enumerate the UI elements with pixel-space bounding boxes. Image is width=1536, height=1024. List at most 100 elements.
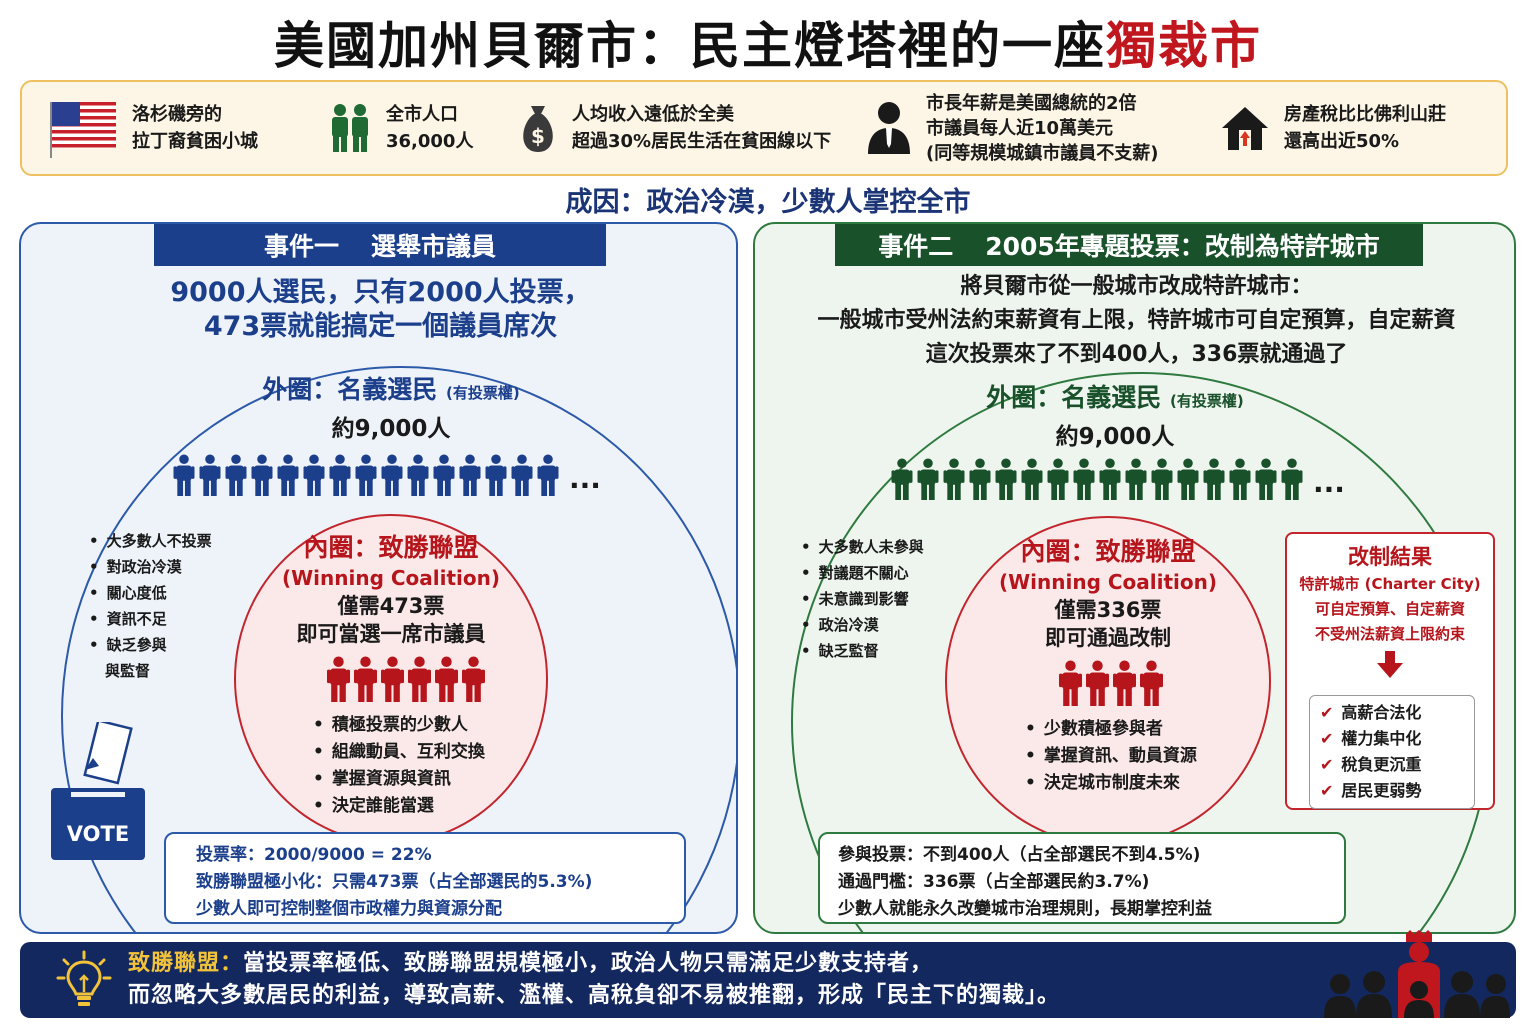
event1-name: 選舉市議員 bbox=[371, 232, 497, 261]
fact-location-line2: 拉丁裔貧困小城 bbox=[132, 131, 258, 152]
event2-inner-bullets: 少數積極參與者 掌握資訊、動員資源 決定城市制度未來 bbox=[1025, 716, 1197, 797]
person-icon bbox=[917, 458, 939, 500]
event2-outside-bullet: 對議題不關心 bbox=[801, 560, 924, 586]
person-icon bbox=[1073, 458, 1095, 500]
us-flag-icon bbox=[48, 98, 118, 158]
event2-headline-line1: 將貝爾市從一般城市改成特許城市： bbox=[960, 274, 1313, 299]
person-icon bbox=[943, 458, 965, 500]
event2-inner-title-text: 內圈：致勝聯盟 bbox=[1020, 537, 1196, 566]
event1-outer-label-text: 外圈：名義選民 bbox=[262, 375, 438, 404]
event1-inner-bullets: 積極投票的少數人 組織動員、互利交換 掌握資源與資訊 決定誰能當選 bbox=[313, 712, 485, 820]
event2-name: 2005年專題投票：改制為特許城市 bbox=[985, 232, 1380, 261]
event1-inner-title-text: 內圈：致勝聯盟 bbox=[303, 533, 479, 562]
fact-population-line1: 全市人口 bbox=[386, 104, 458, 125]
person-icon bbox=[462, 656, 485, 702]
facts-strip: 洛杉磯旁的 拉丁裔貧困小城 全市人口 36,000人 bbox=[20, 80, 1508, 176]
fact-location-line1: 洛杉磯旁的 bbox=[132, 104, 222, 125]
person-icon bbox=[199, 454, 221, 496]
event1-stat-line: 投票率：2000/9000 = 22% bbox=[196, 845, 432, 865]
event2-outer-label: 外圈：名義選民 (有投票權) 約9,000人 bbox=[885, 380, 1345, 455]
person-icon bbox=[1203, 458, 1225, 500]
event1-inner-line1: 僅需473票 bbox=[337, 594, 445, 618]
person-icon bbox=[1151, 458, 1173, 500]
house-icon bbox=[1220, 104, 1270, 152]
person-icon bbox=[1177, 458, 1199, 500]
result-check-item: 居民更弱勢 bbox=[1320, 778, 1474, 804]
person-icon bbox=[1047, 458, 1069, 500]
event1-title: 事件一 選舉市議員 bbox=[154, 224, 606, 266]
event2-stat-line: 通過門檻：336票（占全部選民約3.7%) bbox=[838, 872, 1150, 892]
event2-inner-line2: 即可通過改制 bbox=[1045, 626, 1171, 650]
event2-outer-label-text: 外圈：名義選民 bbox=[986, 383, 1162, 412]
person-icon bbox=[1086, 660, 1109, 706]
person-icon bbox=[303, 454, 325, 496]
conclusion-banner: 致勝聯盟：當投票率極低、致勝聯盟規模極小，政治人物只需滿足少數支持者， 而忽略大… bbox=[20, 930, 1516, 1018]
person-icon bbox=[251, 454, 273, 496]
svg-text:$: $ bbox=[531, 124, 545, 148]
page-title: 美國加州貝爾市：民主燈塔裡的一座獨裁市 bbox=[0, 6, 1536, 78]
event1-panel: 事件一 選舉市議員 9000人選民，只有2000人投票， 473票就能搞定一個議… bbox=[19, 222, 738, 934]
event2-outside-bullet: 大多數人未參與 bbox=[801, 534, 924, 560]
more-dots: ··· bbox=[1313, 473, 1345, 506]
event1-outside-bullet: 對政治冷漠 bbox=[89, 554, 212, 580]
event1-outside-bullet: 缺乏參與 bbox=[89, 632, 212, 658]
event1-stats: 投票率：2000/9000 = 22% 致勝聯盟極小化：只需473票（占全部選民… bbox=[164, 832, 686, 924]
title-accent: 獨裁市 bbox=[1106, 17, 1262, 75]
event1-headline: 9000人選民，只有2000人投票， 473票就能搞定一個議員席次 bbox=[21, 276, 736, 344]
charter-result-box: 改制結果 特許城市 (Charter City) 可自定預算、自定薪資 不受州法… bbox=[1285, 532, 1495, 810]
result-sub1: 特許城市 (Charter City) bbox=[1299, 575, 1481, 593]
event2-inner-en: (Winning Coalition) bbox=[998, 570, 1218, 594]
person-icon bbox=[327, 656, 350, 702]
official-icon bbox=[866, 100, 912, 156]
event1-outside-bullet: 與監督 bbox=[105, 662, 151, 680]
person-icon bbox=[435, 656, 458, 702]
fact-salary: 市長年薪是美國總統的2倍 市議員每人近10萬美元 (同等規模城鎮市議員不支薪) bbox=[866, 82, 1158, 174]
fact-salary-line3: (同等規模城鎮市議員不支薪) bbox=[926, 142, 1159, 164]
person-icon bbox=[381, 454, 403, 496]
person-icon bbox=[995, 458, 1017, 500]
event2-outer-small: (有投票權) bbox=[1170, 392, 1244, 410]
conclusion-line2: 而忽略大多數居民的利益，導致高薪、濫權、高稅負卻不易被推翻，形成「民主下的獨裁」… bbox=[128, 983, 1061, 1008]
fact-salary-text: 市長年薪是美國總統的2倍 市議員每人近10萬美元 (同等規模城鎮市議員不支薪) bbox=[926, 91, 1158, 166]
cause-heading: 成因：政治冷漠，少數人掌控全市 bbox=[565, 187, 971, 218]
money-bag-icon: $ bbox=[518, 102, 558, 154]
person-icon bbox=[485, 454, 507, 496]
result-sub2: 可自定預算、自定薪資 bbox=[1314, 600, 1465, 618]
event2-outer-people: ··· bbox=[891, 458, 1345, 506]
person-icon bbox=[277, 454, 299, 496]
event1-stat-line: 少數人即可控制整個市政權力與資源分配 bbox=[196, 899, 502, 919]
event2-inner-line1: 僅需336票 bbox=[1054, 598, 1162, 622]
event1-outer-people: ··· bbox=[173, 454, 601, 502]
event1-inner-en: (Winning Coalition) bbox=[281, 566, 501, 590]
person-icon bbox=[1281, 458, 1303, 500]
event1-outer-count: 約9,000人 bbox=[331, 416, 451, 442]
event1-inner-bullet: 積極投票的少數人 bbox=[313, 712, 485, 739]
person-icon bbox=[1099, 458, 1121, 500]
result-checklist: 高薪合法化 權力集中化 稅負更沉重 居民更弱勢 bbox=[1309, 695, 1475, 809]
person-icon bbox=[969, 458, 991, 500]
result-title: 改制結果 bbox=[1348, 545, 1432, 569]
result-sub3: 不受州法薪資上限約束 bbox=[1314, 625, 1465, 643]
event1-stat-line: 致勝聯盟極小化：只需473票（占全部選民的5.3%) bbox=[196, 872, 593, 892]
event2-inner-people bbox=[1059, 660, 1167, 706]
event2-title: 事件二 2005年專題投票：改制為特許城市 bbox=[835, 224, 1423, 266]
person-icon bbox=[1021, 458, 1043, 500]
more-dots: ··· bbox=[569, 469, 601, 502]
person-icon bbox=[1140, 660, 1163, 706]
person-icon bbox=[1059, 660, 1082, 706]
event2-headline-line2: 一般城市受州法約束薪資有上限，特許城市可自定預算，自定薪資 bbox=[817, 308, 1456, 333]
person-icon bbox=[1229, 458, 1251, 500]
person-icon bbox=[225, 454, 247, 496]
people-icon bbox=[328, 103, 372, 153]
event2-outside-bullet: 未意識到影響 bbox=[801, 586, 924, 612]
fact-income: $ 人均收入遠低於全美 超過30%居民生活在貧困線以下 bbox=[518, 82, 831, 174]
person-icon bbox=[1113, 660, 1136, 706]
person-icon bbox=[408, 656, 431, 702]
event2-inner-bullet: 決定城市制度未來 bbox=[1025, 770, 1197, 797]
person-icon bbox=[173, 454, 195, 496]
event1-inner-bullet: 組織動員、互利交換 bbox=[313, 739, 485, 766]
fact-population-line2: 36,000人 bbox=[386, 131, 474, 152]
event2-tag: 事件二 bbox=[878, 232, 954, 261]
fact-income-line1: 人均收入遠低於全美 bbox=[572, 104, 734, 125]
fact-salary-line1: 市長年薪是美國總統的2倍 bbox=[926, 92, 1137, 114]
